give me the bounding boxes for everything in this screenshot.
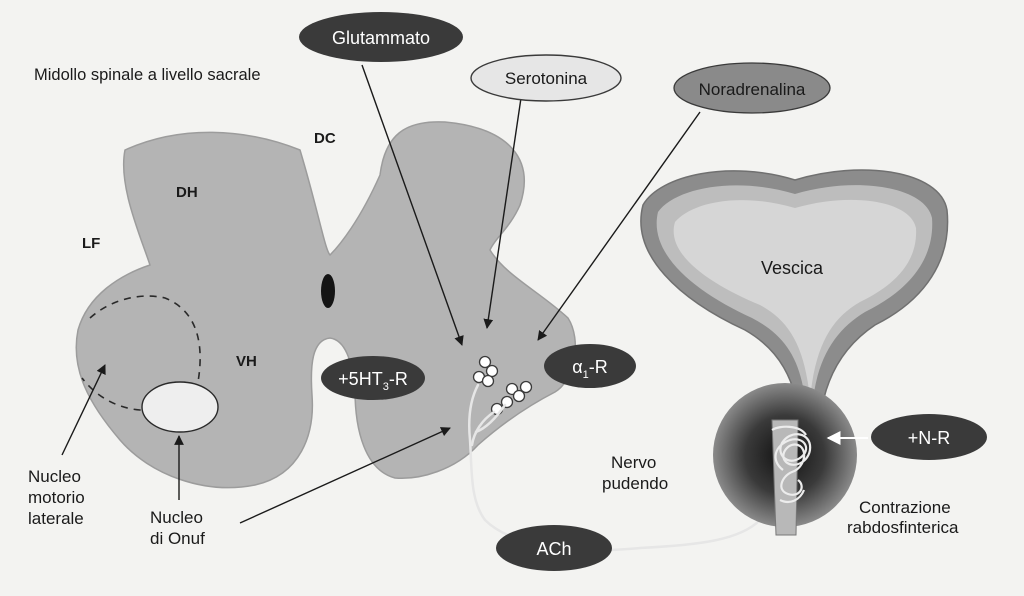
lateral-nucleus-arrow: [61, 364, 106, 456]
contrazione-line1: Contrazione: [859, 498, 951, 517]
central-canal: [321, 274, 335, 308]
serotonina-pill: Serotonina: [470, 54, 622, 102]
serotonin-receptor-suffix: -R: [389, 369, 408, 389]
serotonina-arrow: [483, 97, 522, 329]
nicotinic-receptor-label: +N-R: [908, 428, 951, 448]
nicotinic-receptor-pill: +N-R: [871, 414, 987, 460]
region-lf: LF: [82, 235, 100, 252]
bladder: [640, 169, 949, 421]
lateral-motor-nucleus-boundary: [81, 295, 201, 411]
glutammato-pill: Glutammato: [299, 12, 463, 62]
noradrenalina-arrow: [537, 111, 701, 341]
nervo-pudendo-line1: Nervo: [611, 453, 656, 472]
nucleo-onuf-line1: Nucleo: [150, 508, 203, 527]
serotonina-label: Serotonina: [505, 69, 588, 88]
region-dh: DH: [176, 184, 198, 201]
alpha-receptor-sub: 1: [583, 369, 589, 381]
onuf-arrow: [239, 427, 451, 524]
nucleo-onuf-line2: di Onuf: [150, 529, 205, 548]
noradrenalina-label: Noradrenalina: [699, 80, 806, 99]
svg-text:+5HT3-R: +5HT3-R: [338, 369, 408, 393]
noradrenalina-pill: Noradrenalina: [673, 62, 831, 114]
glutammato-arrow: [361, 64, 464, 346]
region-dc: DC: [314, 130, 336, 147]
diagram-title: Midollo spinale a livello sacrale: [34, 66, 261, 84]
contrazione-line2: rabdosfinterica: [847, 518, 959, 537]
nucleo-motorio-line1: Nucleo: [28, 467, 81, 486]
nucleo-motorio-line3: laterale: [28, 509, 84, 528]
nervo-pudendo-line2: pudendo: [602, 474, 668, 493]
glutammato-label: Glutammato: [332, 28, 430, 48]
serotonin-receptor-main: +5HT: [338, 369, 383, 389]
alpha-receptor-pill: α1-R: [544, 344, 636, 388]
ach-label: ACh: [536, 539, 571, 559]
region-vh: VH: [236, 353, 257, 370]
ach-pill: ACh: [496, 525, 612, 571]
svg-text:α1-R: α1-R: [572, 357, 608, 381]
nucleo-motorio-line2: motorio: [28, 488, 85, 507]
serotonin-receptor-sub: 3: [383, 381, 389, 393]
alpha-receptor-main: α: [572, 357, 582, 377]
vescica-label: Vescica: [761, 258, 824, 278]
nerve-terminal-coils: [771, 425, 812, 504]
serotonin-receptor-pill: +5HT3-R: [321, 356, 425, 400]
onuf-nucleus: [141, 381, 219, 433]
alpha-receptor-suffix: -R: [589, 357, 608, 377]
